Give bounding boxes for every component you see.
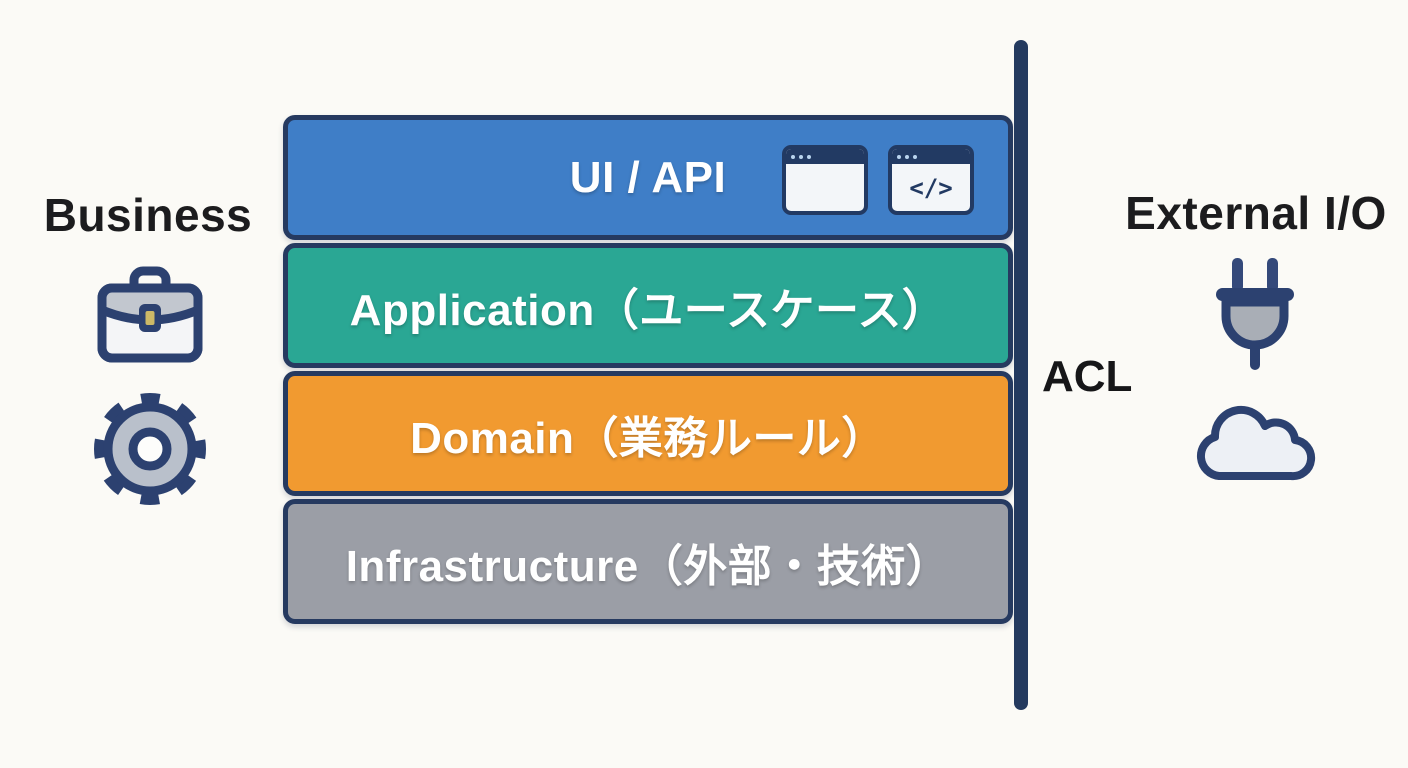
layer-domain: Domain（業務ルール） bbox=[283, 371, 1013, 496]
briefcase-icon bbox=[95, 264, 205, 369]
browser-window-icon bbox=[782, 145, 868, 215]
layer-infrastructure-label: Infrastructure（外部・技術） bbox=[345, 541, 951, 591]
layer-domain-label: Domain（業務ルール） bbox=[410, 413, 886, 463]
business-label: Business bbox=[43, 189, 253, 241]
layer-stack: UI / API < bbox=[283, 115, 1013, 627]
window-dot bbox=[897, 154, 901, 159]
layer-application: Application（ユースケース） bbox=[283, 243, 1013, 368]
window-dot bbox=[905, 154, 909, 159]
gear-icon bbox=[90, 388, 210, 515]
layer-infrastructure: Infrastructure（外部・技術） bbox=[283, 499, 1013, 624]
layer-ui-api: UI / API < bbox=[283, 115, 1013, 240]
browser-window-body bbox=[786, 164, 864, 211]
plug-icon bbox=[1205, 258, 1305, 375]
cloud-icon bbox=[1188, 403, 1322, 496]
window-dot bbox=[913, 154, 917, 159]
acl-label: ACL bbox=[1042, 352, 1133, 401]
code-window-icon: </> bbox=[888, 145, 974, 215]
window-dot bbox=[791, 154, 795, 159]
layer-ui-api-label: UI / API bbox=[569, 152, 727, 202]
acl-boundary-line bbox=[1014, 40, 1028, 710]
code-glyph: </> bbox=[909, 173, 953, 202]
ui-layer-icons: </> bbox=[782, 145, 974, 215]
external-io-label: External I/O bbox=[1125, 187, 1387, 239]
browser-window-titlebar bbox=[786, 149, 864, 164]
window-dot bbox=[799, 154, 803, 159]
window-dot bbox=[807, 154, 811, 159]
layer-application-label: Application（ユースケース） bbox=[349, 285, 947, 335]
code-window-body: </> bbox=[892, 164, 970, 211]
code-window-titlebar bbox=[892, 149, 970, 164]
